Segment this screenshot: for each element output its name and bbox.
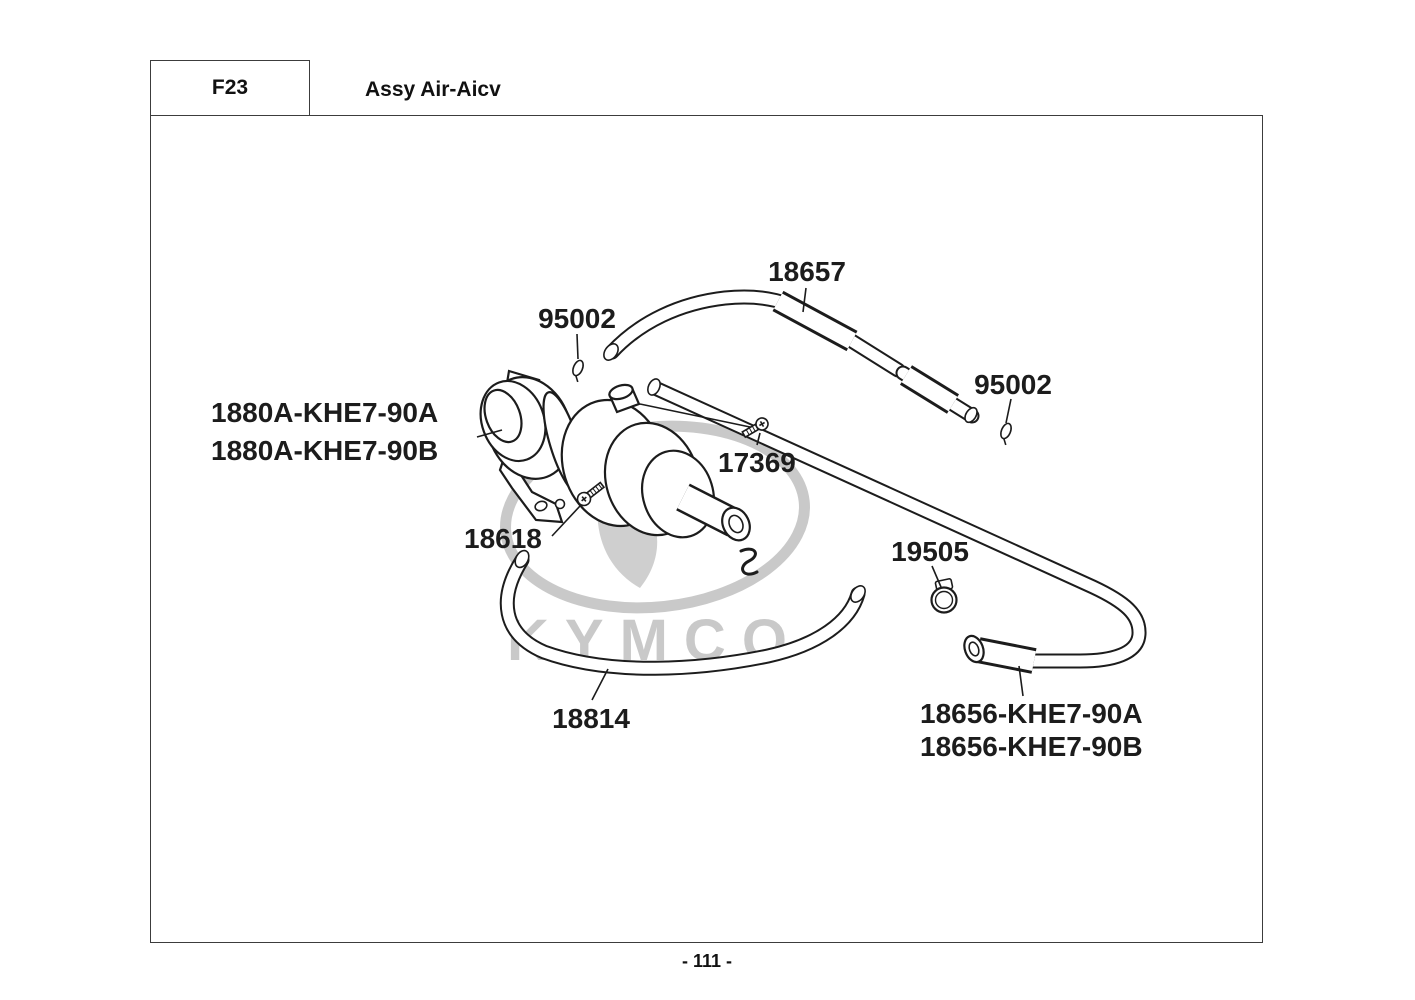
hose-18814-drawing: [499, 549, 866, 676]
page-code: F23: [211, 76, 249, 99]
aicv-valve-drawing: [479, 369, 769, 576]
label-1880a-khe7-90a: 1880A-KHE7-90A: [211, 397, 439, 428]
page-title: Assy Air-Aicv: [365, 78, 501, 101]
hose-18656-drawing: [963, 634, 1037, 674]
label-18657: 18657: [768, 256, 846, 287]
clip-95002-left-drawing: [572, 359, 584, 383]
label-17369: 17369: [718, 447, 796, 478]
label-95002-right: 95002: [974, 369, 1052, 400]
hose-18657-drawing: [603, 289, 980, 424]
clip-95002-right-drawing: [1000, 422, 1012, 446]
diagram-frame: [150, 115, 1263, 943]
clamp-19505-drawing: [930, 578, 958, 614]
label-1880a-khe7-90b: 1880A-KHE7-90B: [211, 435, 439, 466]
hose-long-run-drawing: [647, 378, 1147, 669]
label-18618: 18618: [464, 523, 542, 554]
screw-17369-drawing: [741, 417, 769, 439]
label-95002-left: 95002: [538, 303, 616, 334]
callout-lines: [476, 287, 1024, 701]
screw-18618-drawing: [576, 481, 606, 507]
label-19505: 19505: [891, 536, 969, 567]
retainer-clip-drawing: [739, 547, 759, 576]
label-18656-khe7-90b: 18656-KHE7-90B: [920, 731, 1143, 762]
label-18656-khe7-90a: 18656-KHE7-90A: [920, 698, 1143, 729]
page-number: - 111 -: [681, 951, 733, 971]
label-18814: 18814: [552, 703, 630, 734]
